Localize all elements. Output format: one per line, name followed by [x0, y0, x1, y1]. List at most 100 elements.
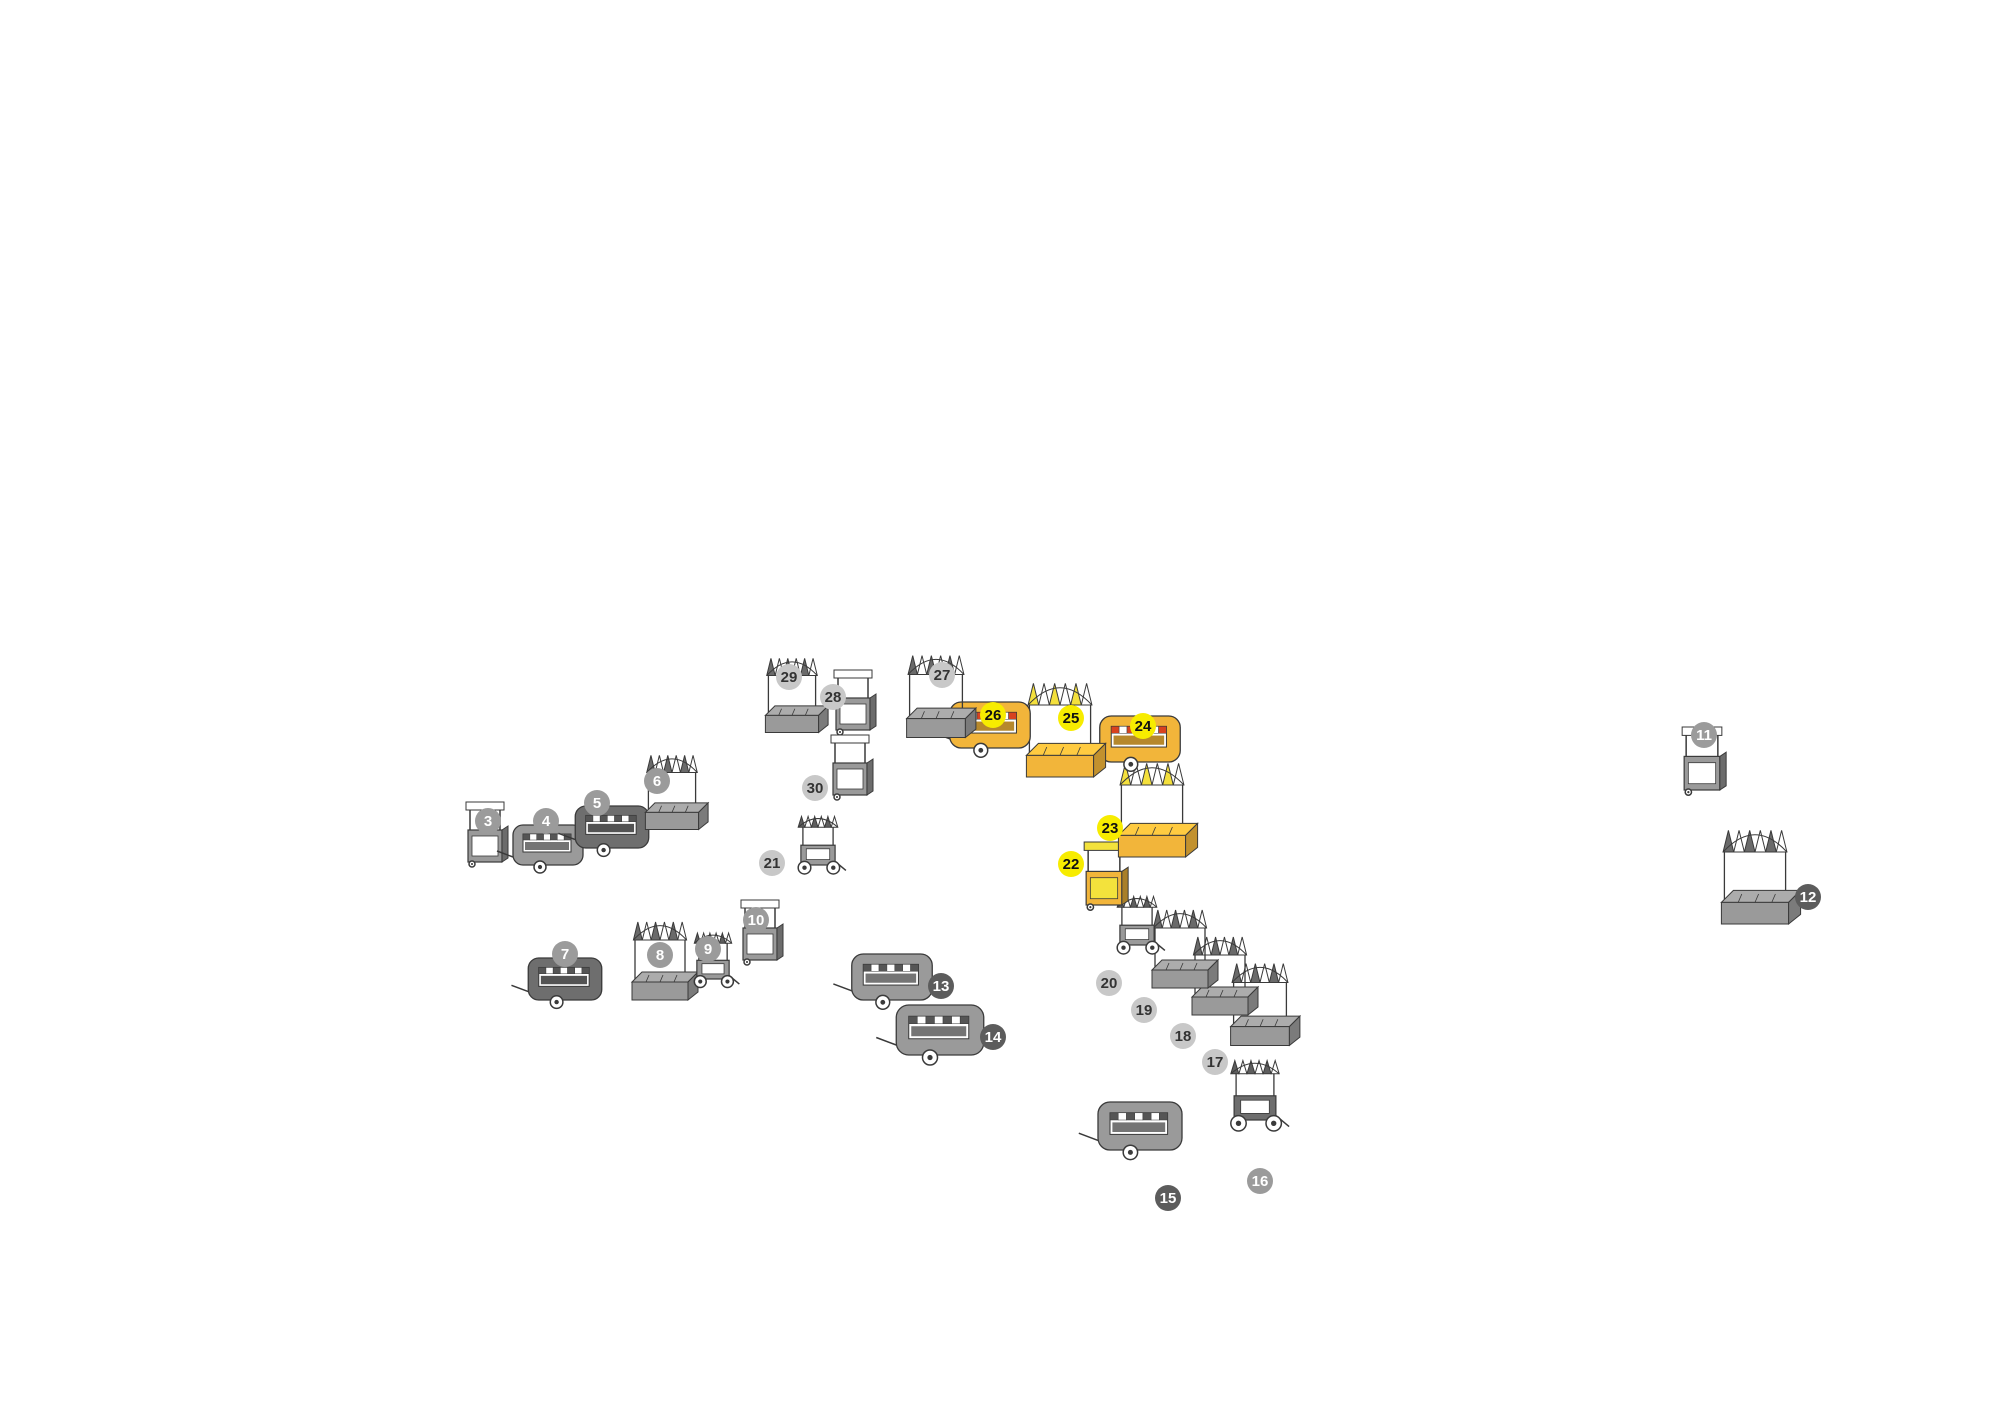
- badge-circle: [1131, 997, 1157, 1023]
- badge-circle: [647, 942, 673, 968]
- stall-badge-14: 14: [980, 1024, 1006, 1050]
- stall-badge-17: 17: [1202, 1049, 1228, 1075]
- badge-label: 8: [656, 947, 664, 964]
- badge-circle: [1130, 713, 1156, 739]
- badge-label: 25: [1063, 710, 1080, 727]
- stall-cart-21: [797, 814, 847, 875]
- stall-badge-6: 6: [644, 768, 670, 794]
- badge-label: 3: [484, 813, 492, 830]
- badge-circle: [759, 850, 785, 876]
- badge-circle: [552, 941, 578, 967]
- stall-booth-10: [740, 899, 784, 966]
- stall-badge-11: 11: [1691, 722, 1717, 748]
- stall-trailer-4: [496, 824, 584, 874]
- stall-badge-18: 18: [1170, 1023, 1196, 1049]
- badge-label: 9: [704, 941, 712, 958]
- badge-label: 11: [1696, 727, 1712, 744]
- stall-number-badges: 3 4 5 6 7 8 9 10 11 12 13 14 15 16 17 18 19 20 21 22 23 24 25 2…: [475, 662, 1821, 1211]
- badge-label: 16: [1252, 1173, 1269, 1190]
- stall-trailer-7: [511, 957, 603, 1010]
- stall-badge-8: 8: [647, 942, 673, 968]
- stall-badge-12: 12: [1795, 884, 1821, 910]
- stall-crate-19: [1150, 909, 1220, 990]
- badge-label: 26: [985, 707, 1002, 724]
- badge-label: 10: [748, 912, 765, 929]
- stall-badge-24: 24: [1130, 713, 1156, 739]
- stall-badge-20: 20: [1096, 970, 1122, 996]
- stall-badge-30: 30: [802, 775, 828, 801]
- stall-badge-28: 28: [820, 684, 846, 710]
- badge-label: 14: [985, 1029, 1002, 1046]
- badge-label: 19: [1136, 1002, 1153, 1019]
- stall-trailer-15: [1078, 1101, 1183, 1161]
- stall-badge-22: 22: [1058, 851, 1084, 877]
- stall-badge-15: 15: [1155, 1185, 1181, 1211]
- badge-circle: [802, 775, 828, 801]
- stall-crate-25: [1025, 683, 1107, 779]
- badge-label: 17: [1207, 1054, 1224, 1071]
- stall-badge-10: 10: [743, 907, 769, 933]
- badge-label: 18: [1175, 1028, 1192, 1045]
- stall-badge-29: 29: [776, 664, 802, 690]
- badge-circle: [1058, 705, 1084, 731]
- badge-circle: [1795, 884, 1821, 910]
- badge-label: 23: [1102, 820, 1119, 837]
- badge-circle: [980, 1024, 1006, 1050]
- badge-label: 21: [764, 855, 781, 872]
- badge-circle: [928, 973, 954, 999]
- badge-circle: [820, 684, 846, 710]
- stall-badge-5: 5: [584, 790, 610, 816]
- badge-label: 12: [1800, 889, 1817, 906]
- stall-badge-16: 16: [1247, 1168, 1273, 1194]
- stall-badge-23: 23: [1097, 815, 1123, 841]
- stall-badge-21: 21: [759, 850, 785, 876]
- stall-crate-17: [1229, 963, 1302, 1047]
- stall-badge-27: 27: [929, 662, 955, 688]
- badge-label: 22: [1063, 856, 1080, 873]
- badge-circle: [533, 808, 559, 834]
- badge-circle: [1202, 1049, 1228, 1075]
- stall-units: [465, 655, 1802, 1161]
- badge-circle: [584, 790, 610, 816]
- stall-badge-25: 25: [1058, 705, 1084, 731]
- badge-label: 24: [1135, 718, 1152, 735]
- badge-label: 29: [781, 669, 798, 686]
- badge-circle: [475, 808, 501, 834]
- badge-label: 6: [653, 773, 661, 790]
- stall-trailer-14: [875, 1004, 985, 1066]
- badge-circle: [1155, 1185, 1181, 1211]
- stall-booth-3: [465, 801, 509, 868]
- stall-badge-19: 19: [1131, 997, 1157, 1023]
- badge-circle: [1247, 1168, 1273, 1194]
- badge-circle: [1058, 851, 1084, 877]
- stall-crate-23: [1117, 763, 1199, 859]
- stall-trailer-13: [833, 953, 933, 1010]
- stall-crate-12: [1720, 830, 1802, 926]
- stall-crate-29: [764, 658, 830, 734]
- badge-label: 4: [542, 813, 551, 830]
- stall-trailer-5: [558, 805, 650, 858]
- stall-badge-3: 3: [475, 808, 501, 834]
- stall-badge-9: 9: [695, 936, 721, 962]
- stall-booth-22: [1083, 841, 1129, 911]
- badge-circle: [929, 662, 955, 688]
- stall-badge-4: 4: [533, 808, 559, 834]
- stall-badge-26: 26: [980, 702, 1006, 728]
- badge-label: 28: [825, 689, 842, 706]
- stall-badge-13: 13: [928, 973, 954, 999]
- badge-circle: [1691, 722, 1717, 748]
- stall-badge-7: 7: [552, 941, 578, 967]
- badge-circle: [1096, 970, 1122, 996]
- badge-circle: [1097, 815, 1123, 841]
- badge-circle: [644, 768, 670, 794]
- badge-circle: [776, 664, 802, 690]
- badge-label: 15: [1160, 1190, 1177, 1207]
- badge-label: 5: [593, 795, 601, 812]
- stall-crate-18: [1190, 936, 1260, 1017]
- stall-booth-30: [830, 734, 874, 801]
- badge-circle: [695, 936, 721, 962]
- stall-cart-16: [1230, 1058, 1290, 1132]
- stall-cart-20: [1116, 894, 1166, 955]
- badge-label: 30: [807, 780, 824, 797]
